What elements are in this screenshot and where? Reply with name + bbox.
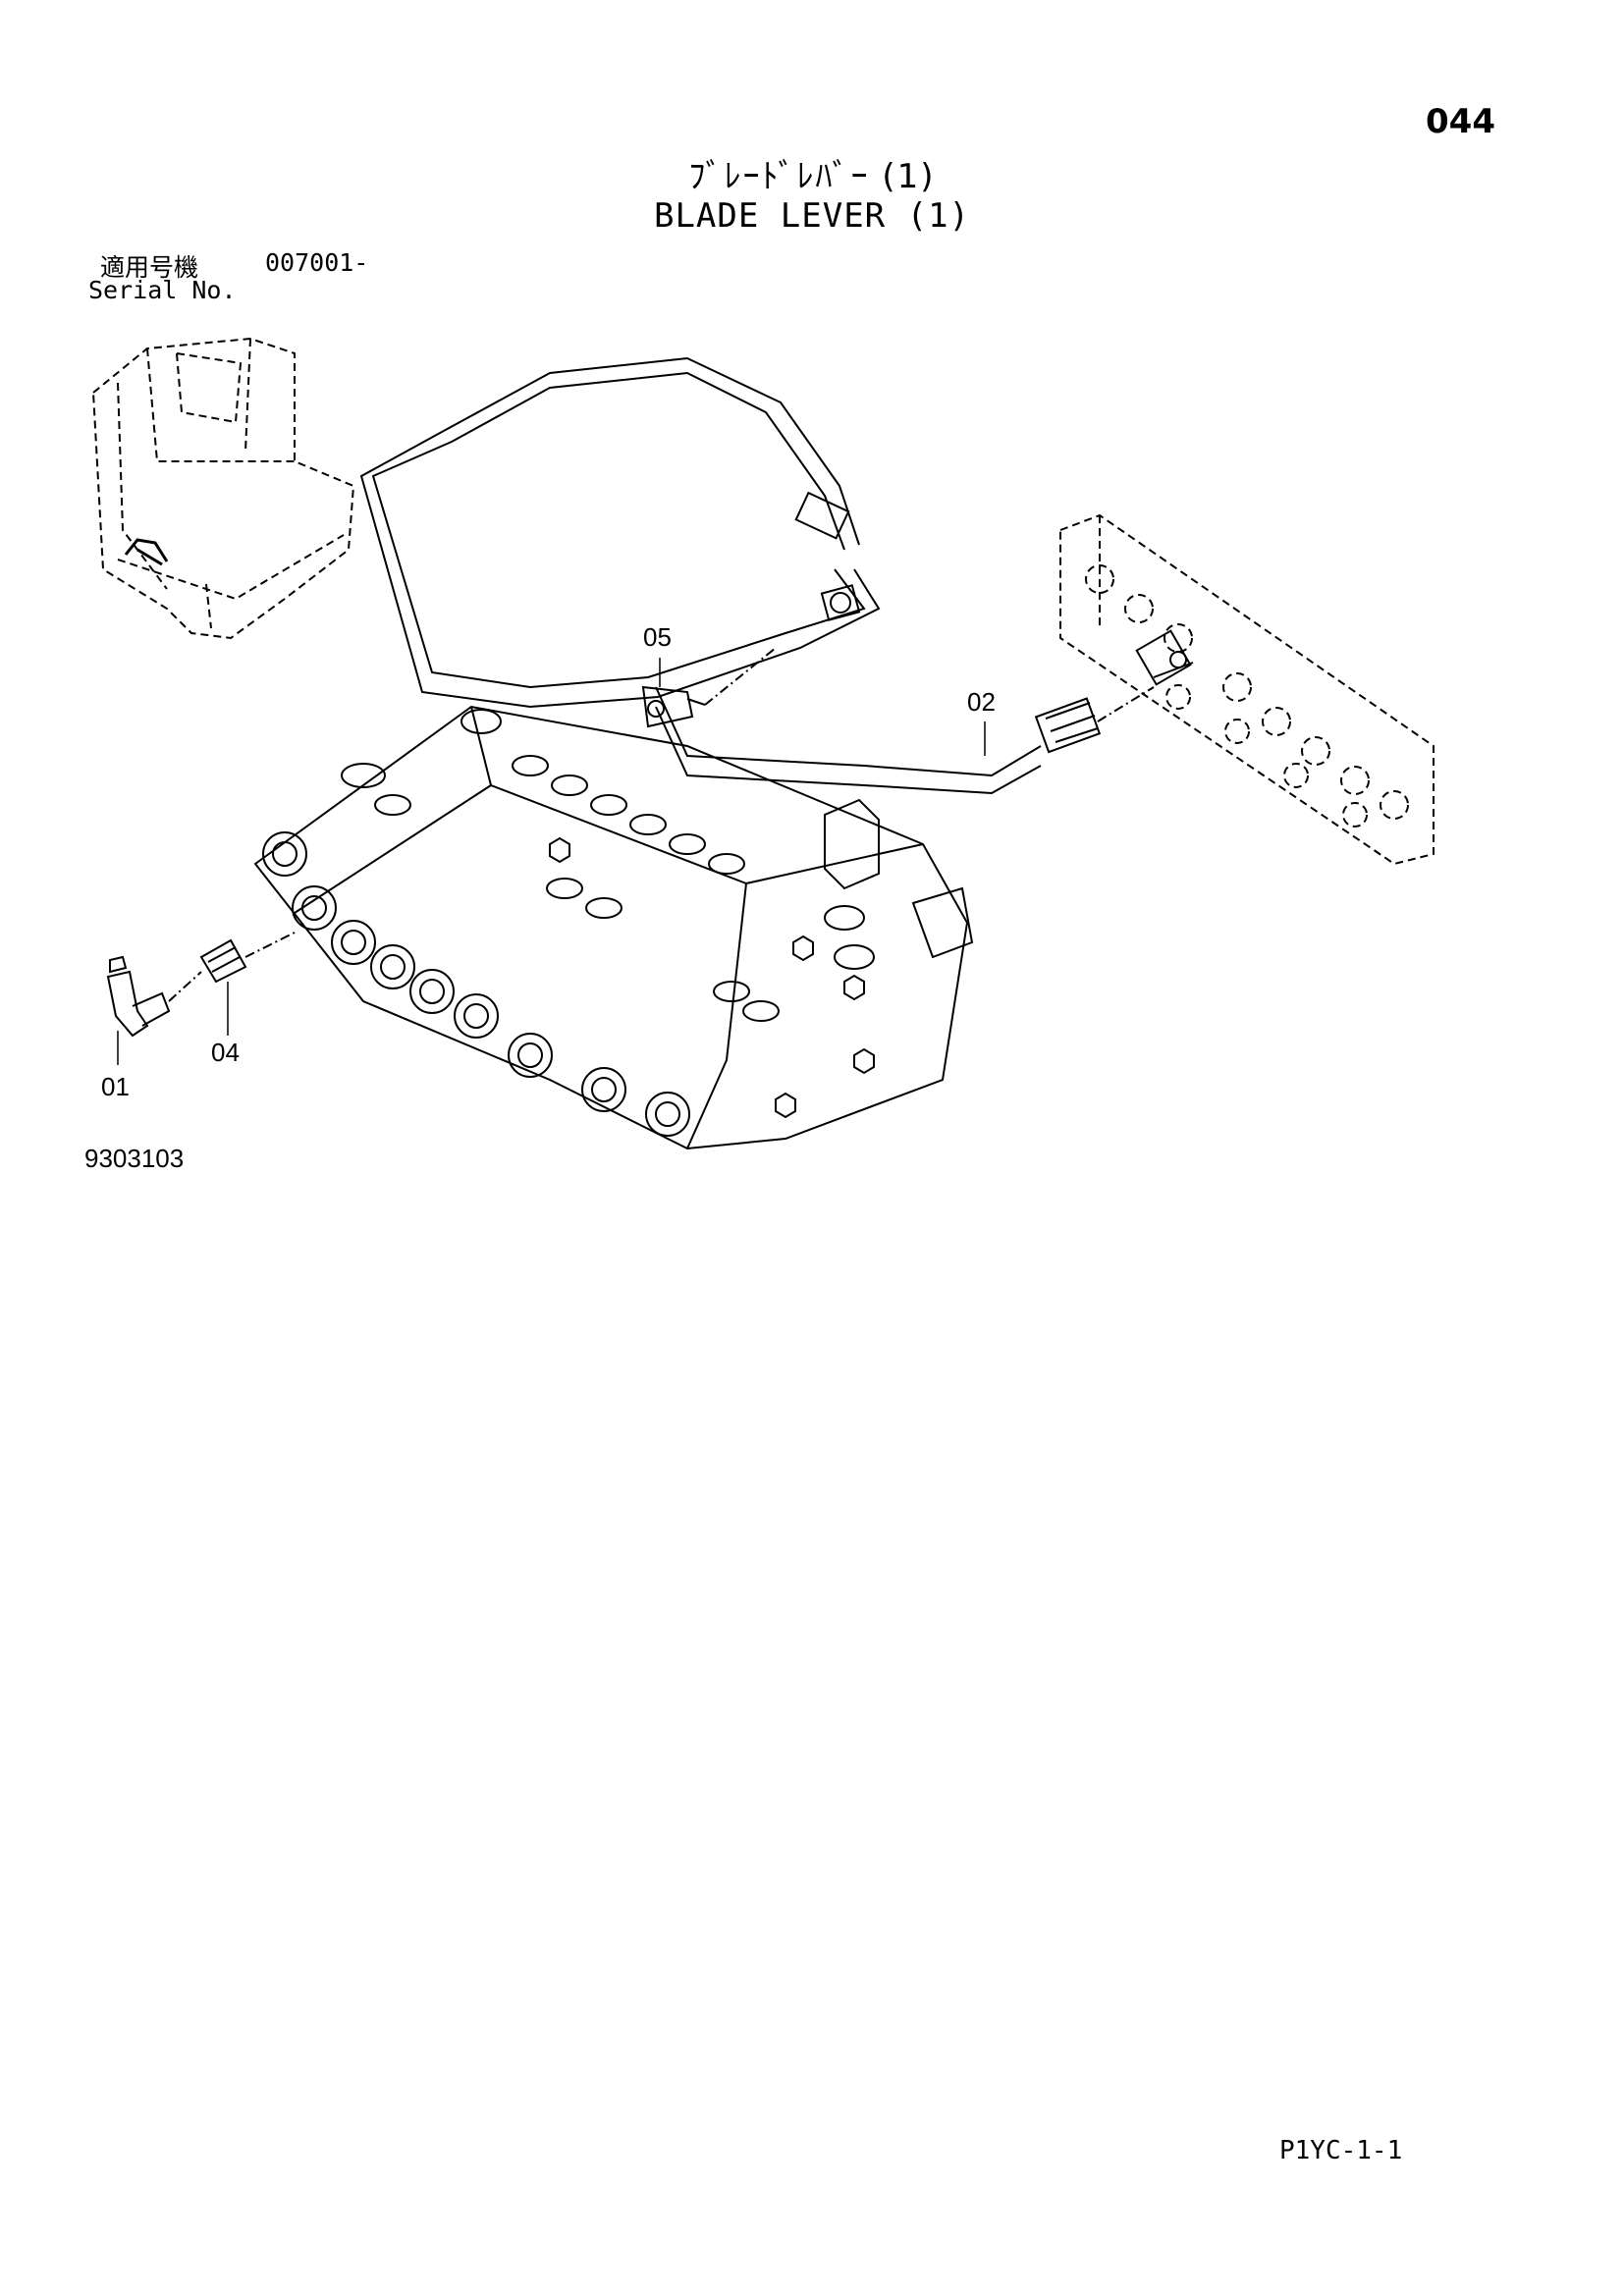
machine-outline [91, 337, 355, 640]
serial-label-english: Serial No. [88, 276, 237, 304]
parts-diagram [91, 337, 1435, 1150]
bracket-fitting [1135, 629, 1194, 686]
serial-value: 007001- [265, 248, 369, 277]
title-japanese: ﾌﾞﾚｰﾄﾞﾚﾊﾞｰ (1) [688, 157, 936, 196]
page-number: 044 [1426, 102, 1495, 141]
serial-label-japanese: 適用号機 [100, 253, 199, 282]
bracket-panel [1059, 513, 1435, 866]
leader-04-valve [244, 932, 296, 958]
nuts [549, 836, 875, 1119]
title-english: BLADE LEVER (1) [653, 196, 971, 236]
callout-01: 01 [101, 1072, 130, 1101]
footer-code: P1YC-1-1 [1279, 2136, 1403, 2165]
fitting-05 [641, 685, 706, 728]
callout-05: 05 [643, 622, 672, 652]
callout-04: 04 [211, 1038, 240, 1067]
leader-05 [704, 647, 777, 706]
fitting-04 [199, 938, 247, 984]
leader-02-bracket [1097, 686, 1155, 722]
spool-bosses [262, 831, 690, 1137]
callout-02: 02 [967, 687, 996, 717]
leader-01-04 [168, 971, 202, 1002]
relief-valve [824, 798, 880, 890]
top-ports [341, 709, 875, 1022]
hose-02 [359, 356, 1102, 795]
figure-number: 9303103 [84, 1144, 185, 1173]
fitting-01 [106, 955, 171, 1038]
machine-highlight [124, 538, 169, 566]
control-valve [253, 705, 974, 1150]
